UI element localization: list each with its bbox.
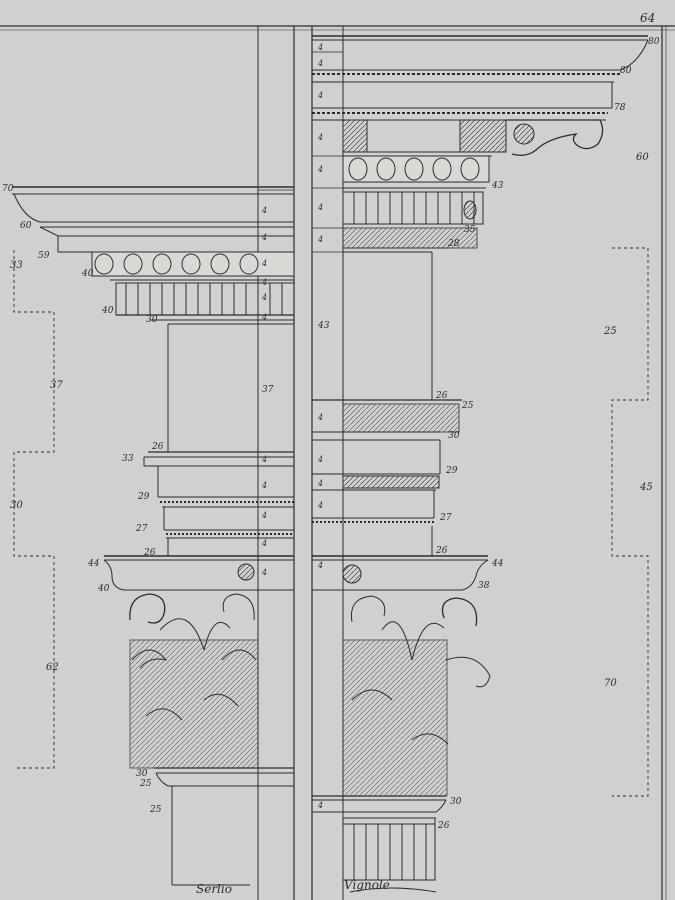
serlio-level-mark-1: 70	[2, 184, 14, 194]
vignole-scale-mark-14: 4	[317, 801, 323, 810]
vignole-level-mark-6: 28	[447, 239, 460, 249]
serlio-frieze	[167, 323, 294, 452]
vignole-level-mark-15: 30	[450, 797, 462, 807]
vignole-level-mark-10: 29	[445, 466, 458, 476]
vignole-level-mark-3: 78	[614, 103, 626, 113]
serlio-level-mark-8: 33	[122, 454, 134, 464]
serlio-level-mark-7: 26	[151, 442, 164, 452]
vignole-scale-mark-1: 4	[317, 43, 323, 52]
vignole-scale-mark-3: 4	[317, 91, 323, 100]
serlio-scale-mark-5: 4	[261, 293, 267, 302]
vignole-level-mark-16: 26	[437, 821, 450, 831]
serlio-level-mark-10: 27	[135, 524, 148, 534]
vignole-level-marks: 80 80 78 43 35 28 26 25 30 29 27 26 44 3…	[435, 37, 660, 831]
vignole-side-dim-2: 25	[603, 326, 617, 337]
serlio-level-mark-2: 60	[20, 221, 32, 231]
vignole-capital	[312, 595, 491, 797]
serlio-level-mark-13: 40	[97, 584, 110, 594]
serlio-scale-mark-7: 37	[262, 385, 274, 395]
serlio-order	[12, 186, 295, 886]
serlio-side-dim-3: 30	[10, 500, 23, 511]
serlio-capital	[129, 593, 294, 769]
serlio-scale-mark-9: 4	[261, 481, 267, 490]
serlio-level-mark-5: 40	[101, 306, 114, 316]
serlio-level-mark-3: 59	[38, 251, 50, 261]
vignole-fluted-shaft	[312, 799, 447, 893]
vignole-scale-mark-2: 4	[317, 59, 323, 68]
serlio-scale-mark-11: 4	[261, 539, 267, 548]
vignole-scale-mark-13: 4	[317, 561, 323, 570]
serlio-shaft	[155, 772, 294, 886]
vignole-level-mark-12: 26	[435, 546, 448, 556]
serlio-egg-and-dart	[91, 251, 295, 281]
serlio-dentils	[115, 282, 295, 321]
vignole-caption: Vignole	[344, 878, 390, 892]
vignole-level-mark-13: 44	[491, 559, 504, 569]
vignole-level-mark-11: 27	[439, 513, 452, 523]
vignole-scale-mark-9: 4	[317, 413, 323, 422]
serlio-scale-mark-3: 4	[261, 259, 267, 268]
serlio-side-dim-1: 33	[10, 260, 23, 271]
vignole-level-mark-9: 30	[448, 431, 460, 441]
vignole-side-dim-3: 45	[639, 482, 653, 493]
vignole-scale-mark-4: 4	[317, 133, 323, 142]
vignole-order	[312, 35, 649, 893]
page-number: 64	[640, 11, 655, 25]
vignole-architrave	[312, 399, 462, 556]
vignole-egg-and-dart	[342, 155, 490, 189]
vignole-scale-column	[312, 51, 343, 797]
serlio-scale-labels: 4 4 4 4 4 4 37 4 4 4 4 4	[261, 206, 274, 577]
serlio-scale-mark-6: 4	[261, 313, 267, 322]
vignole-dimension-line	[611, 247, 649, 797]
serlio-side-dim-4: 62	[46, 662, 59, 673]
serlio-level-mark-15: 25	[139, 779, 152, 789]
vignole-level-mark-5: 35	[464, 225, 476, 235]
vignole-dentils	[342, 191, 484, 225]
serlio-scale-mark-1: 4	[261, 206, 267, 215]
serlio-scale-mark-2: 4	[261, 233, 267, 242]
serlio-level-mark-16: 25	[149, 805, 162, 815]
vignole-level-mark-8: 25	[461, 401, 474, 411]
serlio-level-mark-12: 44	[87, 559, 100, 569]
serlio-scale-mark-10: 4	[261, 511, 267, 520]
serlio-scale-mark-4: 4	[261, 278, 267, 287]
serlio-level-mark-4: 40	[81, 269, 94, 279]
plate-border	[0, 25, 675, 900]
vignole-scale-mark-5: 4	[317, 165, 323, 174]
vignole-level-mark-14: 38	[478, 581, 490, 591]
vignole-frieze-top	[342, 227, 478, 400]
serlio-level-marks: 70 60 59 40 40 30 26 33 29 27 26 44 40 3…	[2, 184, 164, 815]
serlio-caption: Serlio	[196, 882, 232, 896]
serlio-level-mark-14: 30	[136, 769, 148, 779]
vignole-side-dim-1: 60	[636, 152, 649, 163]
serlio-side-dim-2: 37	[50, 380, 63, 391]
vignole-scale-mark-11: 4	[317, 479, 323, 488]
serlio-scale-column	[258, 189, 294, 769]
serlio-level-mark-6: 30	[146, 315, 158, 325]
vignole-level-mark-4: 43	[491, 181, 504, 191]
vignole-level-mark-1: 80	[648, 37, 660, 47]
vignole-level-mark-7: 26	[435, 391, 448, 401]
vignole-scale-mark-12: 4	[317, 501, 323, 510]
serlio-scale-mark-12: 4	[261, 568, 267, 577]
serlio-dimension-line	[13, 250, 55, 769]
serlio-scale-mark-8: 4	[261, 455, 267, 464]
serlio-level-mark-11: 26	[143, 548, 156, 558]
vignole-scale-mark-6: 4	[317, 203, 323, 212]
vignole-scale-mark-8: 43	[317, 321, 330, 331]
vignole-side-dim-4: 70	[604, 678, 617, 689]
vignole-level-mark-2: 80	[620, 66, 632, 76]
vignole-scale-mark-10: 4	[317, 455, 323, 464]
serlio-level-mark-9: 29	[137, 492, 150, 502]
vignole-scale-mark-7: 4	[317, 235, 323, 244]
vignole-scale-labels: 4 4 4 4 4 4 4 43 4 4 4 4 4 4	[317, 43, 330, 810]
